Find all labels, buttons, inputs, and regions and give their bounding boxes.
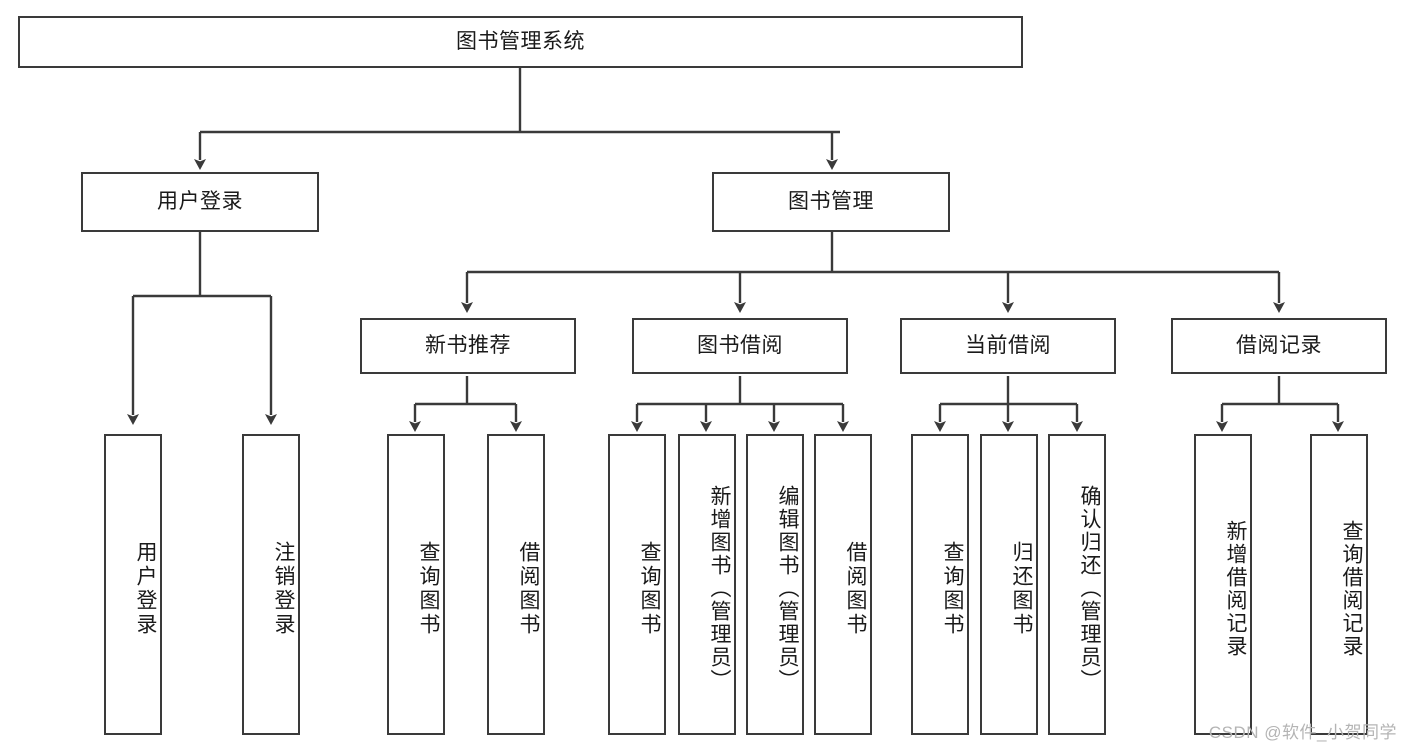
node-leaf-query-book-2-label: 查询图书 xyxy=(638,540,661,637)
node-user-login-label: 用户登录 xyxy=(157,190,243,214)
node-leaf-borrow-book-1-label: 借阅图书 xyxy=(517,540,540,637)
node-leaf-borrow-book-2[interactable]: 借阅图书 xyxy=(814,434,872,735)
node-book-manage-label: 图书管理 xyxy=(788,190,874,214)
node-root-label: 图书管理系统 xyxy=(456,30,585,54)
node-leaf-return-book-label: 归还图书 xyxy=(1010,540,1033,637)
node-root[interactable]: 图书管理系统 xyxy=(18,16,1023,68)
node-leaf-add-record[interactable]: 新增借阅记录 xyxy=(1194,434,1252,735)
node-leaf-query-book-3-label: 查询图书 xyxy=(941,540,964,637)
node-leaf-confirm-return[interactable]: 确认归还（管理员） xyxy=(1048,434,1106,735)
watermark-text: CSDN @软件_小贺同学 xyxy=(1208,723,1397,742)
node-leaf-add-record-label: 新增借阅记录 xyxy=(1224,519,1247,658)
node-leaf-query-record-label: 查询借阅记录 xyxy=(1340,519,1363,658)
node-leaf-query-book-1[interactable]: 查询图书 xyxy=(387,434,445,735)
node-current-borrow-label: 当前借阅 xyxy=(965,334,1051,358)
node-leaf-user-login[interactable]: 用户登录 xyxy=(104,434,162,735)
node-leaf-logout[interactable]: 注销登录 xyxy=(242,434,300,735)
node-leaf-confirm-return-label: 确认归还（管理员） xyxy=(1078,485,1101,692)
node-leaf-add-book[interactable]: 新增图书（管理员） xyxy=(678,434,736,735)
node-leaf-borrow-book-2-label: 借阅图书 xyxy=(844,540,867,637)
node-book-manage[interactable]: 图书管理 xyxy=(712,172,950,232)
node-new-book-rec[interactable]: 新书推荐 xyxy=(360,318,576,374)
node-leaf-borrow-book-1[interactable]: 借阅图书 xyxy=(487,434,545,735)
node-leaf-user-login-label: 用户登录 xyxy=(134,540,157,637)
node-book-borrow-label: 图书借阅 xyxy=(697,334,783,358)
node-leaf-logout-label: 注销登录 xyxy=(272,540,295,637)
node-leaf-query-book-1-label: 查询图书 xyxy=(417,540,440,637)
node-book-borrow[interactable]: 图书借阅 xyxy=(632,318,848,374)
node-new-book-rec-label: 新书推荐 xyxy=(425,334,511,358)
node-leaf-add-book-label: 新增图书（管理员） xyxy=(708,485,731,692)
node-borrow-record[interactable]: 借阅记录 xyxy=(1171,318,1387,374)
node-user-login[interactable]: 用户登录 xyxy=(81,172,319,232)
node-borrow-record-label: 借阅记录 xyxy=(1236,334,1322,358)
node-leaf-return-book[interactable]: 归还图书 xyxy=(980,434,1038,735)
node-leaf-edit-book-label: 编辑图书（管理员） xyxy=(776,485,799,692)
node-leaf-query-book-2[interactable]: 查询图书 xyxy=(608,434,666,735)
node-current-borrow[interactable]: 当前借阅 xyxy=(900,318,1116,374)
node-leaf-edit-book[interactable]: 编辑图书（管理员） xyxy=(746,434,804,735)
node-leaf-query-book-3[interactable]: 查询图书 xyxy=(911,434,969,735)
node-leaf-query-record[interactable]: 查询借阅记录 xyxy=(1310,434,1368,735)
